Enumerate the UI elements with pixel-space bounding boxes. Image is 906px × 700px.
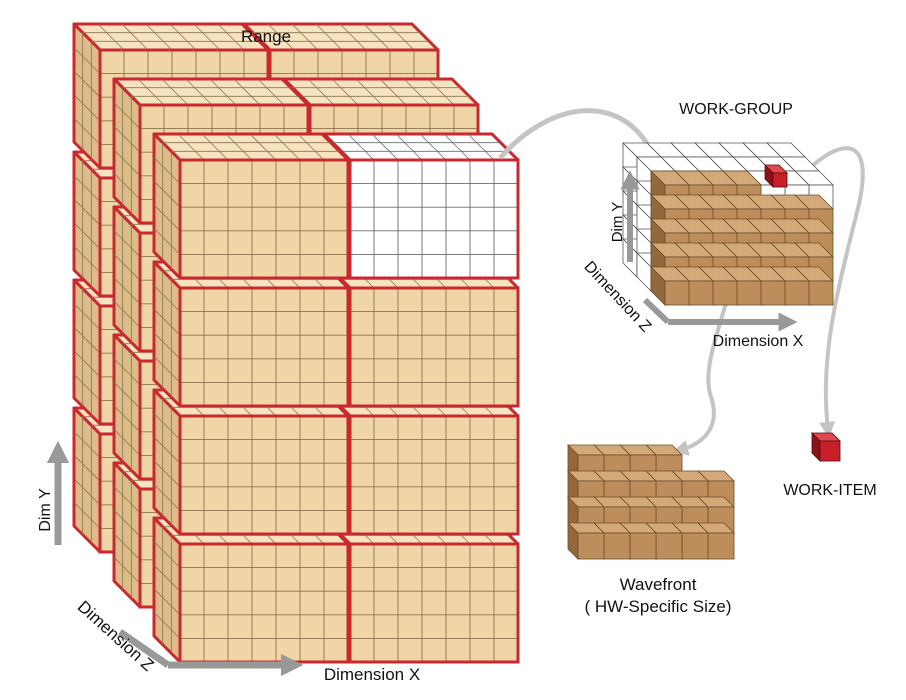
work-item-label: WORK-ITEM bbox=[783, 482, 876, 499]
work-group-block bbox=[322, 260, 520, 408]
work-group-block bbox=[152, 260, 350, 408]
work-group-block bbox=[152, 388, 350, 536]
left-dim-z-label: Dimension Z bbox=[74, 597, 158, 675]
wavefront-size-label: ( HW-Specific Size) bbox=[584, 597, 731, 616]
work-item-cube-icon bbox=[811, 432, 841, 462]
workgroup-cube bbox=[622, 142, 834, 306]
work-group-block bbox=[322, 516, 520, 664]
work-group-block bbox=[322, 388, 520, 536]
left-dim-z-arrow bbox=[118, 629, 170, 668]
range-cube bbox=[72, 22, 520, 664]
wavefront-label: Wavefront bbox=[620, 575, 697, 594]
highlighted-work-item bbox=[764, 164, 788, 188]
range-label: Range bbox=[241, 27, 291, 46]
left-dim-x-label: Dimension X bbox=[324, 665, 420, 684]
work-item-cell-brown bbox=[650, 266, 690, 306]
workgroup-to-wavefront-curve bbox=[672, 267, 738, 456]
wg-dim-y-label: Dim Y bbox=[609, 202, 626, 243]
work-group-label: WORK-GROUP bbox=[679, 101, 793, 118]
work-item-cube bbox=[811, 432, 841, 462]
work-group-block-highlighted bbox=[322, 132, 520, 280]
wg-dim-x-label: Dimension X bbox=[713, 333, 804, 350]
workgroup-to-workitem-curve bbox=[798, 146, 865, 438]
wavefront-cube-stack bbox=[567, 444, 735, 560]
wg-dim-z-arrow bbox=[642, 297, 671, 325]
work-group-block bbox=[152, 132, 350, 280]
wavefront-cell bbox=[567, 522, 605, 560]
work-group-block bbox=[152, 516, 350, 664]
left-dim-y-label: Dim Y bbox=[37, 488, 54, 532]
